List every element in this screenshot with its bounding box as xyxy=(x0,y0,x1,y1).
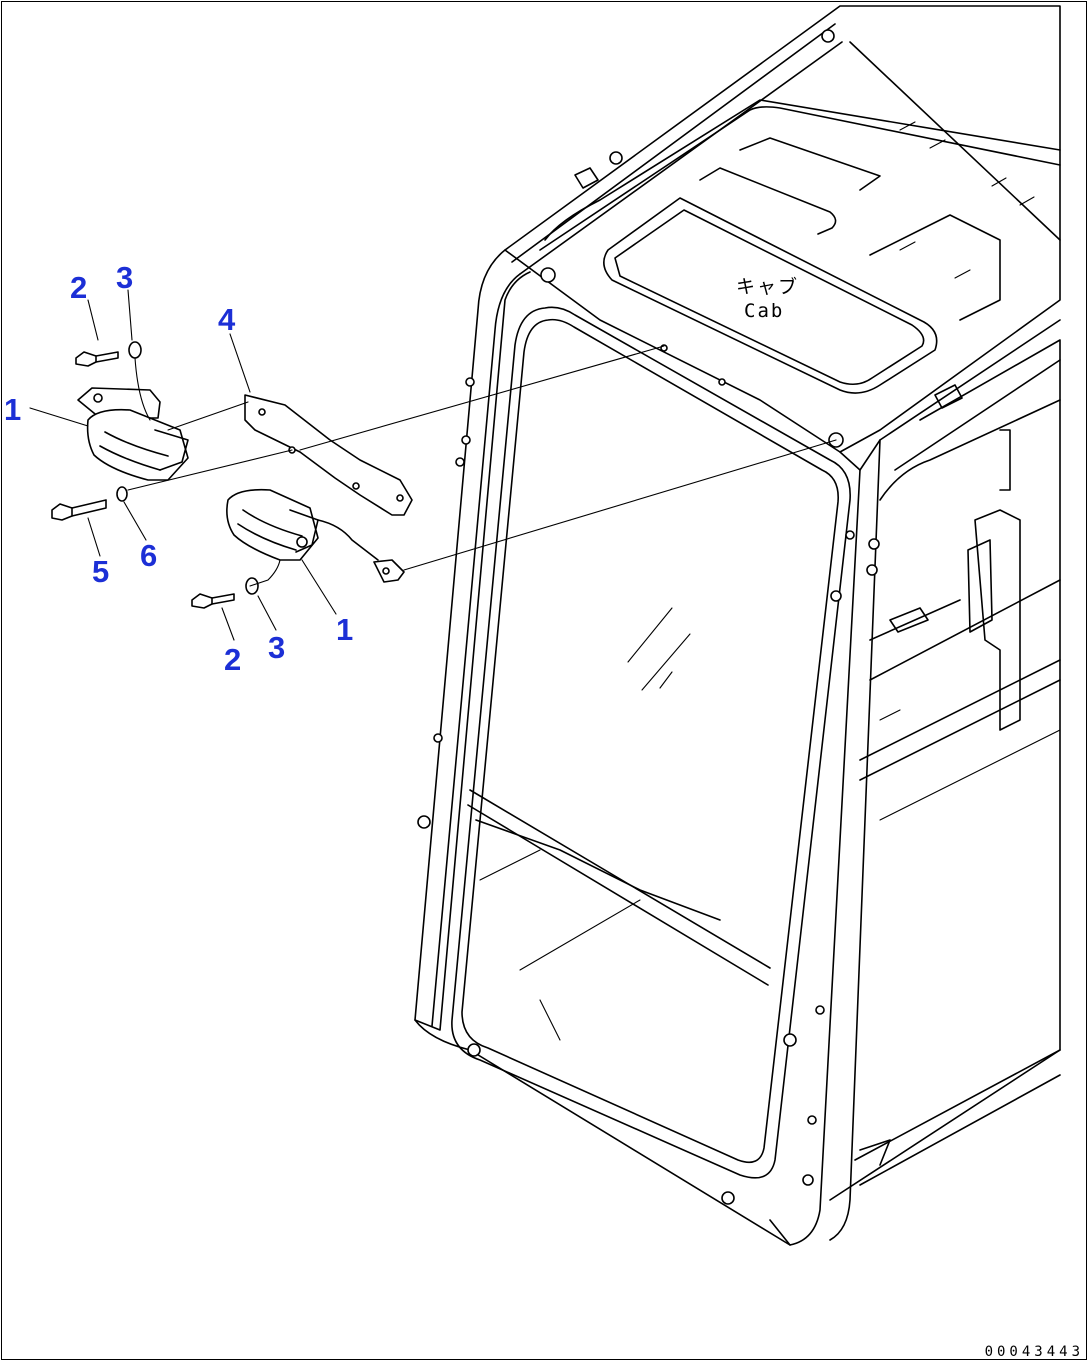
bolts-and-washers xyxy=(51,341,259,609)
callout-3-lower-washer: 3 xyxy=(268,630,286,665)
cab-label-japanese: キャブ xyxy=(736,276,800,298)
callout-2-upper-bolt: 2 xyxy=(70,270,88,305)
bracket-part-4 xyxy=(244,394,413,516)
callout-leaders xyxy=(29,289,337,641)
drawing-code: 00043443 xyxy=(984,1344,1084,1360)
cab-label-english: Cab xyxy=(744,300,785,322)
assembly-lines xyxy=(127,345,837,587)
cab-side-panel xyxy=(829,319,1061,1201)
callout-6-washer: 6 xyxy=(140,538,158,573)
callout-3-upper-washer: 3 xyxy=(116,260,134,295)
callout-4-bracket: 4 xyxy=(218,302,236,337)
callout-2-lower-bolt: 2 xyxy=(224,642,242,677)
callout-5-bolt: 5 xyxy=(92,554,110,589)
callout-1-upper-lamp: 1 xyxy=(4,392,22,427)
callout-1-lower-lamp: 1 xyxy=(336,612,354,647)
work-lamp-lower xyxy=(226,488,405,583)
cab-roof xyxy=(504,5,1061,453)
work-lamp-upper xyxy=(77,387,189,481)
cab-front-frame xyxy=(414,249,881,1246)
